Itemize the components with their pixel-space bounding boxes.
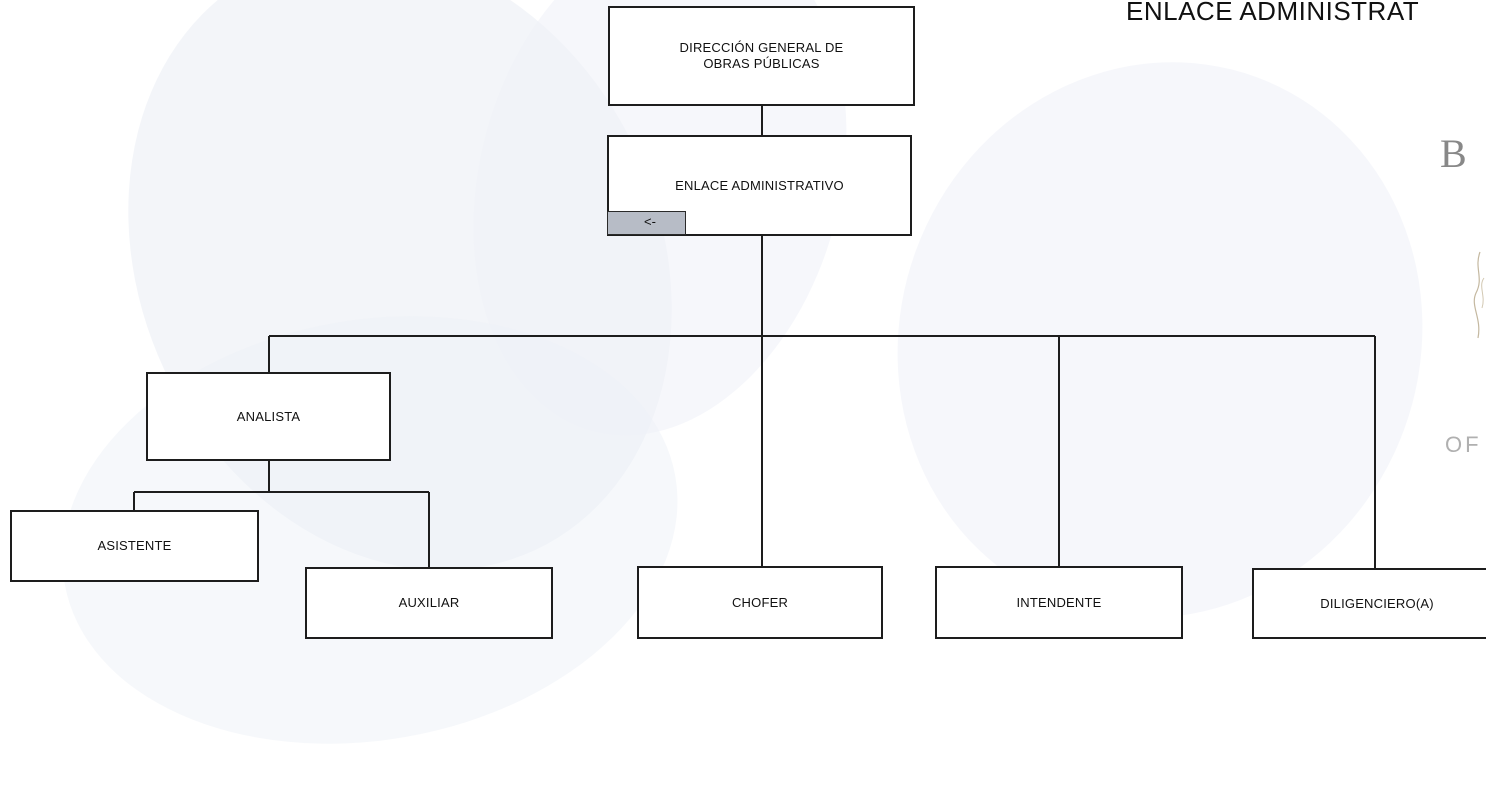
node-diligenciero: DILIGENCIERO(A) [1252, 568, 1486, 639]
node-analista: ANALISTA [146, 372, 391, 461]
node-enlace-administrativo: ENLACE ADMINISTRATIVO [607, 135, 912, 236]
side-text: OF [1445, 432, 1482, 457]
node-asistente: ASISTENTE [10, 510, 259, 582]
node-intendente: INTENDENTE [935, 566, 1183, 639]
org-chart-connectors [133, 106, 1376, 568]
back-button[interactable]: <- [607, 211, 686, 235]
node-direccion-general: DIRECCIÓN GENERAL DE OBRAS PÚBLICAS [608, 6, 915, 106]
page-title: ENLACE ADMINISTRAT [1126, 0, 1420, 26]
node-chofer: CHOFER [637, 566, 883, 639]
node-auxiliar: AUXILIAR [305, 567, 553, 639]
side-letter: B [1440, 131, 1467, 176]
signature-seal [1473, 251, 1485, 339]
